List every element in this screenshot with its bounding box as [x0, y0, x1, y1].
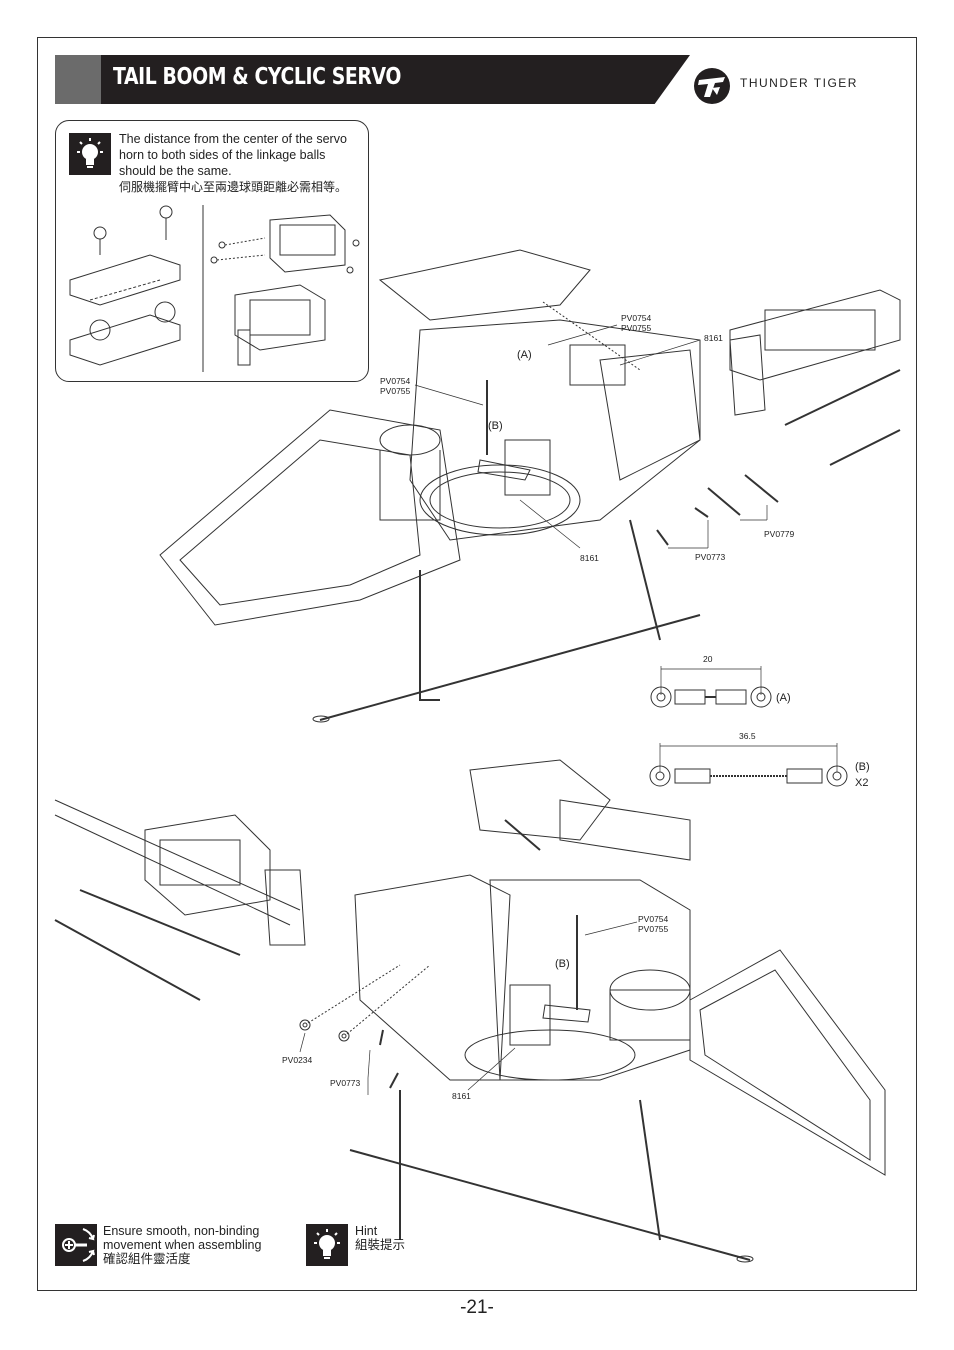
page-number: -21- [460, 1297, 494, 1318]
rod-a-label: (A) [776, 692, 791, 704]
label-b-upper: (B) [488, 420, 503, 432]
rod-b-label: (B) [855, 761, 870, 773]
hint-text-en: The distance from the center of the serv… [119, 132, 347, 178]
legend-hint-en: Hint [355, 1224, 378, 1238]
lightbulb-icon [69, 133, 111, 175]
rod-a-drawing [650, 666, 772, 708]
callout-line: PV0755 [621, 323, 652, 333]
upper-servo [477, 344, 626, 496]
lower-tail-boom [54, 799, 306, 1001]
callout-pv0754-lower: PV0754 PV0755 [638, 914, 668, 934]
callout-line: PV0755 [638, 924, 669, 934]
lower-frame [349, 759, 886, 1263]
callout-pv0773-upper: PV0773 [695, 552, 726, 562]
hint-text-zh: 伺服機擺臂中心至兩邊球頭距離必需相等。 [119, 180, 348, 194]
servo-horn-sketch [69, 205, 181, 366]
thunder-tiger-logo-icon [694, 68, 730, 104]
callout-pv0754-left: PV0754 PV0755 [380, 376, 410, 396]
page-title: TAIL BOOM & CYCLIC SERVO [113, 64, 401, 90]
hint-text: The distance from the center of the serv… [119, 131, 364, 195]
page-frame [37, 37, 917, 1291]
callout-servo-lower: 8161 [452, 1091, 471, 1101]
legend-smooth: Ensure smooth, non-binding movement when… [103, 1224, 288, 1266]
upper-tail-boom [729, 289, 901, 466]
callout-pv0234: PV0234 [282, 1055, 313, 1065]
upper-frame [159, 249, 701, 723]
upper-screws [542, 301, 779, 546]
callout-servo-right: 8161 [704, 333, 723, 343]
banner-accent [55, 55, 101, 104]
rod-b-qty: X2 [855, 777, 869, 789]
title-banner [55, 55, 690, 104]
label-a-upper: (A) [517, 349, 532, 361]
servo-sketch-top [210, 214, 360, 274]
upper-leaders [414, 324, 768, 549]
rotate-arrows-icon [55, 1224, 97, 1266]
callout-pv0779: PV0779 [764, 529, 795, 539]
callout-line: PV0754 [621, 313, 652, 323]
rod-a-length: 20 [703, 654, 713, 664]
lower-screws [299, 964, 431, 1089]
callout-line: PV0755 [380, 386, 411, 396]
callout-servo-center: 8161 [580, 553, 599, 563]
callout-line: PV0754 [380, 376, 411, 386]
legend-smooth-en: Ensure smooth, non-binding movement when… [103, 1224, 262, 1252]
banner-bar [101, 55, 690, 104]
lower-servo [504, 819, 591, 1046]
rod-b-drawing [649, 743, 848, 787]
lower-leaders [299, 921, 638, 1095]
legend-smooth-zh: 確認組件靈活度 [103, 1252, 191, 1266]
label-b-lower: (B) [555, 958, 570, 970]
callout-line: PV0754 [638, 914, 669, 924]
brand-name: THUNDER TIGER [740, 76, 858, 90]
rod-b-length: 36.5 [739, 731, 756, 741]
servo-sketch-bottom [234, 284, 326, 366]
legend-hint: Hint 組裝提示 [355, 1224, 475, 1252]
lightbulb-icon [306, 1224, 348, 1266]
callout-pv0754-top: PV0754 PV0755 [621, 313, 651, 333]
callout-pv0773-lower: PV0773 [330, 1078, 361, 1088]
hint-box [55, 120, 369, 382]
legend-hint-zh: 組裝提示 [355, 1238, 406, 1252]
